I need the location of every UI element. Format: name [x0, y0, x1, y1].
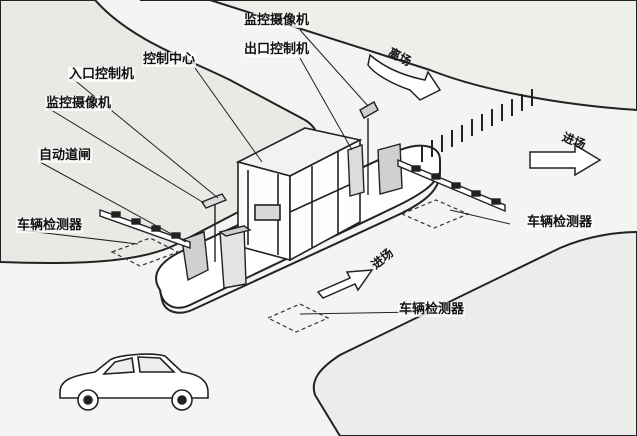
left-camera: [200, 193, 228, 262]
toll-island: [99, 101, 506, 314]
leave-arrow-icon: [367, 53, 442, 101]
label-vehicle-detector-right: 车辆检测器: [526, 215, 594, 230]
direction-arrows: [316, 53, 602, 299]
island-edge: [159, 171, 441, 314]
label-control-center: 控制中心: [142, 52, 197, 67]
detector-loop-bottom: [266, 303, 330, 333]
control-center-booth: [235, 127, 363, 262]
label-vehicle-detector-left: 车辆检测器: [16, 218, 84, 233]
lower-right-sidewalk: [312, 230, 637, 436]
car-icon: [59, 353, 209, 411]
label-entry-controller: 入口控制机: [68, 67, 136, 82]
lane-marks: [421, 89, 533, 162]
right-barrier-gate: [377, 143, 506, 213]
enter-right-arrow-icon: [529, 143, 602, 177]
detector-loop-right: [400, 199, 470, 229]
label-exit-controller: 出口控制机: [243, 42, 311, 57]
label-vehicle-detector-bottom: 车辆检测器: [398, 302, 466, 317]
detector-loop-left: [110, 237, 180, 267]
entry-controller-machine: [218, 225, 252, 289]
upper-right-sidewalk: [140, 0, 637, 112]
booth-desk: [254, 204, 281, 221]
booth-sill: [289, 179, 361, 213]
right-camera: [359, 101, 379, 195]
label-monitor-camera-left: 监控摄像机: [45, 96, 113, 111]
enter-center-arrow-icon: [316, 269, 374, 299]
booth-side: [289, 138, 361, 262]
exit-controller-machine: [347, 144, 365, 197]
label-monitor-camera-top: 监控摄像机: [243, 13, 311, 28]
left-barrier-gate: [99, 209, 209, 282]
label-auto-barrier: 自动道闸: [38, 148, 93, 163]
